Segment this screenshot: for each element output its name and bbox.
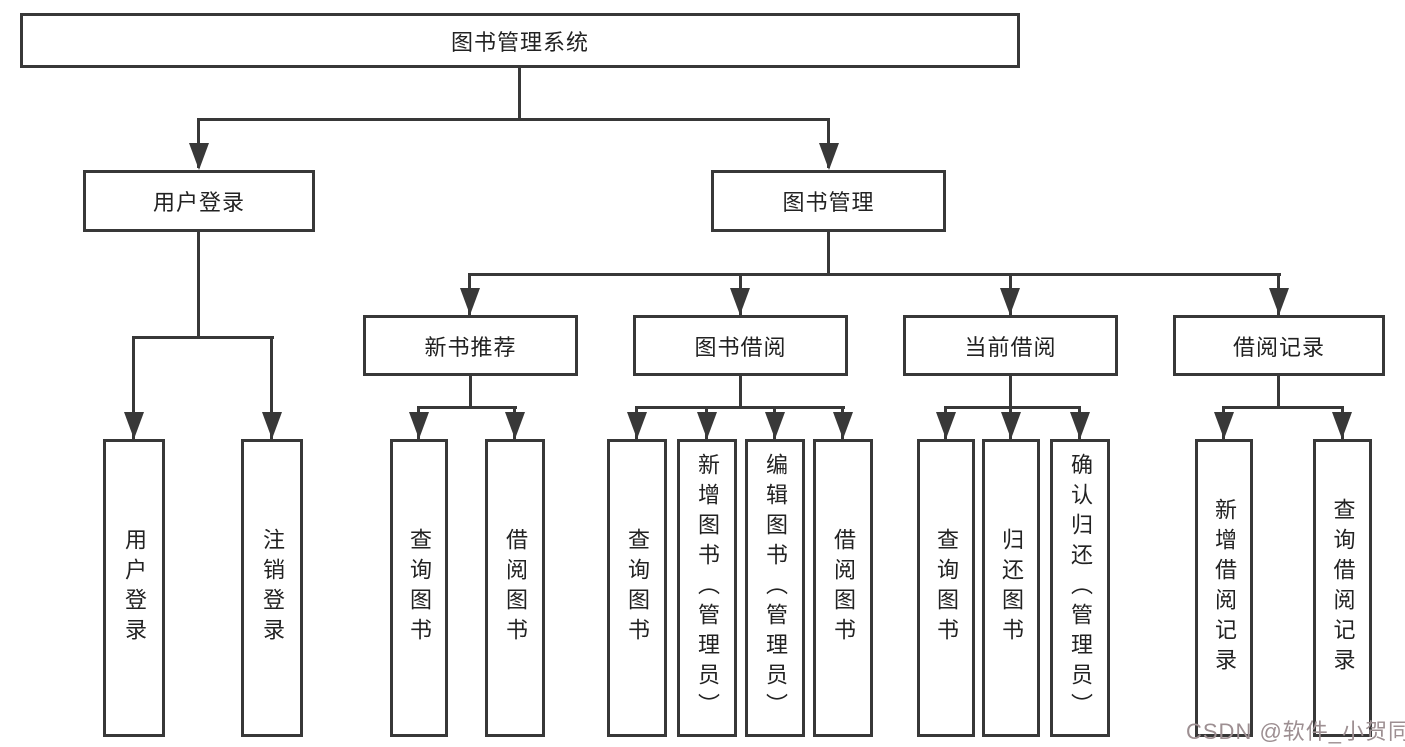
node-label: 注销登录	[260, 528, 285, 648]
node-label: 编辑图书（管理员）	[763, 453, 788, 723]
connector-line	[469, 376, 472, 406]
node-book-management: 图书管理	[711, 170, 946, 232]
arrowhead-down-icon	[1332, 412, 1352, 439]
leaf-logout: 注销登录	[241, 439, 303, 737]
leaf-borrow-books-borrowing: 借阅图书	[813, 439, 873, 737]
connector-line	[827, 232, 830, 273]
leaf-query-books-recommend: 查询图书	[390, 439, 448, 737]
arrowhead-down-icon	[189, 143, 209, 170]
leaf-return-books: 归还图书	[982, 439, 1040, 737]
leaf-query-borrow-record: 查询借阅记录	[1313, 439, 1372, 737]
connector-line	[132, 336, 135, 439]
leaf-borrow-books-recommend: 借阅图书	[485, 439, 545, 737]
node-new-book-recommend: 新书推荐	[363, 315, 578, 376]
node-label: 当前借阅	[964, 334, 1057, 360]
csdn-watermark: CSDN @软件_小贺同学	[1186, 719, 1405, 744]
node-label: 借阅图书	[503, 528, 528, 648]
leaf-add-books-admin: 新增图书（管理员）	[677, 439, 737, 737]
node-current-borrowing: 当前借阅	[903, 315, 1118, 376]
connector-line	[417, 406, 517, 409]
node-book-borrowing: 图书借阅	[633, 315, 848, 376]
arrowhead-down-icon	[1070, 412, 1090, 439]
arrowhead-down-icon	[765, 412, 785, 439]
node-label: 新书推荐	[424, 334, 517, 360]
arrowhead-down-icon	[833, 412, 853, 439]
connector-line	[739, 376, 742, 406]
arrowhead-down-icon	[627, 412, 647, 439]
connector-line	[468, 273, 1281, 276]
connector-line	[635, 406, 845, 409]
node-label: 图书借阅	[694, 334, 787, 360]
connector-line	[1009, 376, 1012, 406]
connector-line	[270, 336, 273, 439]
connector-line	[197, 232, 200, 336]
node-label: 归还图书	[999, 528, 1024, 648]
node-library-system: 图书管理系统	[20, 13, 1020, 68]
node-label: 用户登录	[122, 528, 147, 648]
node-label: 查询图书	[407, 528, 432, 648]
arrowhead-down-icon	[697, 412, 717, 439]
node-label: 借阅记录	[1232, 334, 1325, 360]
arrowhead-down-icon	[262, 412, 282, 439]
node-user-login: 用户登录	[83, 170, 315, 232]
arrowhead-down-icon	[730, 288, 750, 315]
arrowhead-down-icon	[409, 412, 429, 439]
node-label: 确认归还（管理员）	[1068, 453, 1093, 723]
leaf-query-books-borrowing: 查询图书	[607, 439, 667, 737]
connector-line	[1277, 376, 1280, 406]
arrowhead-down-icon	[1000, 288, 1020, 315]
leaf-confirm-return-admin: 确认归还（管理员）	[1050, 439, 1110, 737]
node-label: 图书管理	[782, 190, 875, 215]
leaf-add-borrow-record: 新增借阅记录	[1195, 439, 1253, 737]
connector-line	[944, 406, 1081, 409]
arrowhead-down-icon	[936, 412, 956, 439]
node-label: 图书管理系统	[450, 29, 589, 55]
arrowhead-down-icon	[1001, 412, 1021, 439]
arrowhead-down-icon	[124, 412, 144, 439]
leaf-user-login: 用户登录	[103, 439, 165, 737]
node-label: 查询图书	[934, 528, 959, 648]
node-label: 借阅图书	[831, 528, 856, 648]
node-label: 新增借阅记录	[1212, 498, 1237, 678]
connector-line	[132, 336, 274, 339]
node-label: 查询图书	[625, 528, 650, 648]
arrowhead-down-icon	[819, 143, 839, 170]
arrowhead-down-icon	[460, 288, 480, 315]
leaf-edit-books-admin: 编辑图书（管理员）	[745, 439, 805, 737]
arrowhead-down-icon	[1214, 412, 1234, 439]
arrowhead-down-icon	[1269, 288, 1289, 315]
leaf-query-books-current: 查询图书	[917, 439, 975, 737]
arrowhead-down-icon	[505, 412, 525, 439]
connector-line	[197, 118, 830, 121]
connector-line	[1222, 406, 1344, 409]
node-label: 用户登录	[152, 190, 245, 215]
connector-line	[518, 68, 521, 118]
node-borrowing-records: 借阅记录	[1173, 315, 1385, 376]
node-label: 查询借阅记录	[1330, 498, 1356, 678]
node-label: 新增图书（管理员）	[695, 453, 720, 723]
